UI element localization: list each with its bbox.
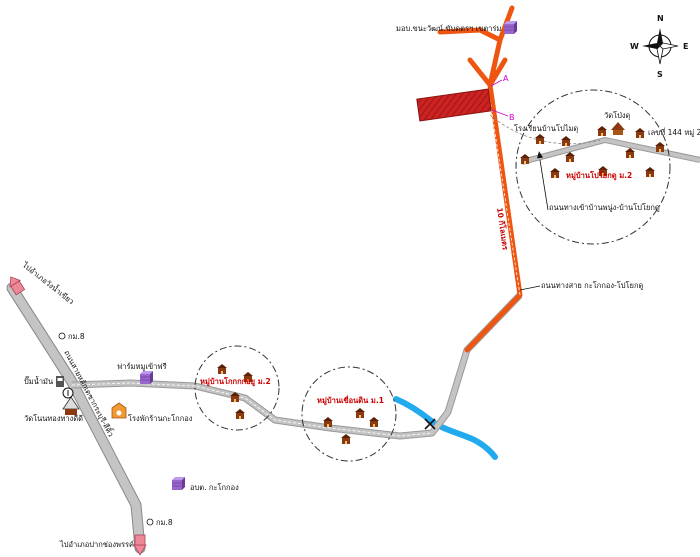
label-km-bottom: กม.8 bbox=[156, 518, 173, 527]
label-village-low: หมู่บ้านเขื่อนดิน ม.1 bbox=[317, 394, 384, 406]
arrow-north bbox=[9, 276, 26, 296]
label-point-a: A bbox=[503, 74, 509, 83]
label-forest-road: ถนนทางเข้าบ้านพนู่ง-บ้านโปโยกดู bbox=[549, 203, 660, 212]
label-to-south: ไปอำเภอปากช่องพรรค์ bbox=[59, 540, 134, 549]
leader-main-road bbox=[519, 285, 541, 291]
label-to-north: ไปอำเภอวังน้ำเขียว bbox=[20, 259, 76, 306]
label-village-mid: หมู่บ้านโกกกกอยู ม.2 bbox=[200, 376, 271, 387]
label-road-144: เลขที่ 144 หมู่ 2 bbox=[648, 127, 700, 137]
leader-point-b bbox=[491, 109, 509, 117]
label-gas-station: ปั๊มน้ำมัน bbox=[24, 376, 53, 386]
police-station-icon bbox=[111, 402, 127, 419]
label-temple-left: วัดโนนทองทางดีดี bbox=[24, 414, 83, 423]
village-circle-mid bbox=[194, 345, 280, 431]
compass-n: N bbox=[657, 14, 664, 23]
label-police: โรงพักร้านกะโกกอง bbox=[128, 414, 193, 423]
university-icon bbox=[503, 20, 518, 35]
leader-forest-road bbox=[539, 159, 549, 211]
label-main-road: ถนนทางสาย กะโกกอง-โปโยกดู bbox=[541, 281, 643, 290]
arrow-south bbox=[133, 534, 147, 556]
km-icon-top bbox=[58, 332, 66, 340]
label-km-top: กม.8 bbox=[68, 332, 85, 341]
river bbox=[393, 396, 498, 460]
leader-point-a bbox=[490, 79, 503, 87]
village-circle-top bbox=[515, 89, 671, 245]
temple-icon-left bbox=[62, 396, 80, 415]
village-circle-low bbox=[301, 366, 397, 462]
factory-icon bbox=[139, 370, 154, 385]
label-school: โรงเรียนบ้านโปไมดุ bbox=[514, 124, 578, 133]
compass-s: S bbox=[657, 70, 663, 79]
temple-icon-top bbox=[611, 122, 625, 135]
label-village-top: หมู่บ้านโปโยกดู ม.2 bbox=[566, 170, 632, 181]
label-university: มอบ.ขนะวัฒน์.ขับดตรฯ เขตาร่ม bbox=[396, 24, 501, 33]
label-point-b: B bbox=[509, 113, 515, 122]
label-district-office: อบต. กะโกกอง bbox=[190, 483, 239, 492]
bridge-marker bbox=[424, 418, 436, 430]
orange-road bbox=[437, 5, 523, 353]
houses-low bbox=[323, 408, 379, 444]
hatched-building bbox=[416, 88, 492, 122]
kilometer-marker bbox=[62, 387, 74, 399]
label-factory: ฟาร์มหมูเข้าฟรี bbox=[117, 362, 167, 371]
district-office-icon bbox=[171, 476, 186, 491]
compass-rose bbox=[642, 28, 679, 65]
gas-station-icon bbox=[56, 376, 64, 387]
compass-w: W bbox=[630, 42, 639, 51]
km-icon-bottom bbox=[146, 518, 154, 526]
label-temple-top: วัดโป่งดุ bbox=[604, 111, 631, 120]
compass-e: E bbox=[683, 42, 688, 51]
